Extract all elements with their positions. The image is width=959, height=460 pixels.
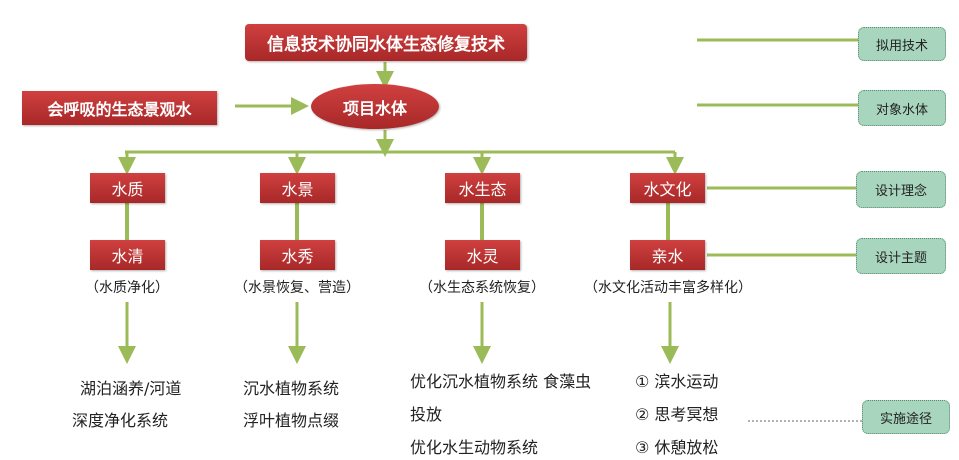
item: ① 滨水运动 [635, 372, 719, 391]
level1-box: 水质 [90, 173, 165, 203]
item: 优化水生动物系统 [410, 438, 539, 457]
item: 投放 [410, 405, 443, 424]
level1-box: 水景 [260, 173, 335, 203]
level1-box: 水生态 [445, 173, 520, 203]
note: （水生态系统恢复） [419, 280, 545, 296]
item: 深度净化系统 [72, 411, 169, 430]
top-technology-box: 信息技术协同水体生态修复技术 [245, 24, 527, 61]
level2-box: 水灵 [445, 240, 520, 270]
item: ③ 休憩放松 [635, 438, 719, 457]
legend-implementation: 实施途径 [862, 400, 950, 434]
center-ellipse: 项目水体 [311, 84, 439, 129]
legend-technology: 拟用技术 [858, 27, 946, 61]
legend-target-water: 对象水体 [858, 90, 946, 126]
level2-box: 亲水 [630, 240, 705, 270]
item: 优化沉水植物系统 食藻虫 [410, 372, 592, 391]
level1-box: 水文化 [630, 173, 705, 203]
level2-box: 水清 [90, 240, 165, 270]
item: 浮叶植物点缀 [243, 411, 340, 430]
level2-box: 水秀 [260, 240, 335, 270]
item: 湖泊涵养/河道 [80, 379, 182, 398]
note: （水景恢复、营造） [234, 280, 360, 296]
note: （水文化活动丰富多样化） [584, 280, 752, 296]
note: （水质净化） [85, 280, 169, 296]
left-concept-box: 会呼吸的生态景观水 [22, 91, 217, 125]
legend-design-theme: 设计主题 [856, 238, 946, 274]
legend-design-concept: 设计理念 [856, 171, 946, 208]
item: 沉水植物系统 [243, 379, 340, 398]
item: ② 思考冥想 [635, 405, 719, 424]
